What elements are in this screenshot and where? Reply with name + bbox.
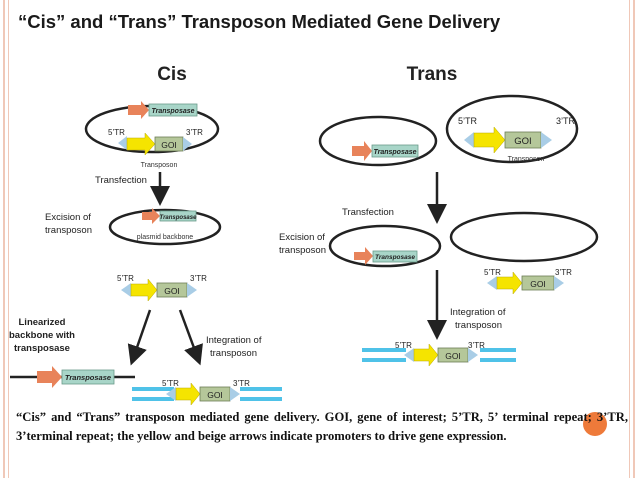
trans-integrated-transposon: 5’TR 3’TR GOI	[362, 341, 516, 367]
trans-excision-label-1: Excision of	[279, 232, 325, 243]
trans-integration-label-1: Integration of	[450, 307, 506, 318]
cis-int-goi-label: GOI	[207, 390, 223, 400]
cis-lin-transposase-box	[61, 369, 115, 385]
cis-heading: Cis	[157, 64, 187, 85]
trans-ex-tr3-label: 3’TR	[555, 268, 572, 277]
cis-ex-tr3-label: 3’TR	[190, 274, 207, 283]
cis-lin-transposase-label: Transposase	[65, 373, 111, 382]
cis-excised-transposon: 5’TR 3’TR GOI	[117, 274, 207, 302]
cis-plasmid: Transposase GOI 5’TR 3’TR Transposon	[84, 101, 220, 169]
trans-integration-label-2: transposon	[455, 320, 502, 331]
trans-2-transposase-label: Transposase	[375, 254, 415, 261]
cis-transfection-label: Transfection	[95, 175, 147, 186]
trans-transposase-label: Transposase	[373, 149, 416, 156]
cis-ex-tr5-arrow	[121, 283, 131, 297]
trans-tr5-arrow	[464, 132, 474, 148]
cis-tr5-arrow	[118, 136, 127, 150]
cis-int-tr5-label: 5’TR	[162, 379, 179, 388]
cis-backbone-plasmid: Transposase plasmid backbone	[108, 208, 222, 246]
trans-ex-tr5-label: 5’TR	[484, 268, 501, 277]
cis-goi-label: GOI	[161, 140, 177, 150]
frame-left-line-inner	[8, 0, 9, 478]
trans-transposase-plasmid: Transposase	[318, 115, 438, 167]
cis-promoter-orange	[128, 101, 149, 119]
cis-tr5-label: 5’TR	[108, 128, 125, 137]
accent-dot	[583, 412, 607, 436]
trans-tr5-label: 5’TR	[458, 116, 478, 126]
trans-transposase-plasmid-2: Transposase	[328, 224, 442, 268]
cis-lin-promoter	[37, 366, 62, 388]
frame-left-line	[3, 0, 5, 478]
trans-ex-tr3-arrow	[554, 276, 564, 290]
trans-int-promoter-yellow	[413, 343, 439, 367]
trans-excision-label-2: transposon	[279, 245, 326, 256]
trans-transfection-label: Transfection	[342, 207, 394, 218]
trans-int-tr3-arrow	[468, 348, 478, 362]
trans-ex-goi-label: GOI	[530, 279, 546, 289]
cis-linearized-label-1: Linearized	[19, 317, 66, 328]
trans-2-transposase-box	[372, 250, 418, 263]
cis-linearized-label-2: backbone with	[9, 330, 75, 341]
cis-linearized-backbone: Transposase	[10, 366, 135, 388]
cis-backbone-transposase-box	[159, 210, 197, 222]
figure-caption: “Cis” and “Trans” transposon mediated ge…	[16, 410, 628, 443]
cis-transposase-label: Transposase	[151, 108, 194, 115]
cis-integration-label-1: Integration of	[206, 335, 262, 346]
cis-integration-label-2: transposon	[210, 348, 257, 359]
trans-transposon-label: Transposon	[508, 156, 545, 163]
trans-int-goi-label: GOI	[445, 351, 461, 361]
cis-transposase-box	[148, 103, 198, 117]
cis-tr3-label: 3’TR	[186, 128, 203, 137]
trans-promoter-orange	[352, 141, 372, 161]
trans-tr3-label: 3’TR	[556, 116, 576, 126]
trans-excised-transposon: 5’TR 3’TR GOI	[484, 268, 572, 295]
cis-backbone-transposase-label: Transposase	[160, 215, 198, 221]
trans-int-tr5-arrow	[404, 348, 414, 362]
cis-tr3-arrow	[183, 137, 192, 151]
trans-int-tr3-label: 3’TR	[468, 341, 485, 350]
frame-right-line	[633, 0, 635, 478]
cis-excision-label-1: Excision of	[45, 212, 91, 223]
frame-right-line-inner	[629, 0, 630, 478]
trans-promoter-yellow	[473, 126, 506, 154]
cis-ex-tr5-label: 5’TR	[117, 274, 134, 283]
cis-plasmid-backbone-label: plasmid backbone	[137, 234, 194, 241]
trans-2-promoter-orange	[354, 247, 373, 265]
trans-tr3-arrow	[541, 132, 552, 148]
trans-goi-label: GOI	[514, 136, 531, 147]
cis-int-promoter-yellow	[175, 382, 201, 406]
cis-integration-arrow	[178, 309, 203, 366]
trans-int-tr5-label: 5’TR	[395, 341, 412, 350]
cis-linearized-arrow	[127, 309, 152, 366]
cis-int-tr3-label: 3’TR	[233, 379, 250, 388]
trans-empty-backbone	[449, 211, 599, 263]
cis-promoter-yellow	[126, 132, 156, 156]
cis-integrated-transposon: 5’TR 3’TR GOI	[132, 379, 282, 406]
trans-ex-tr5-arrow	[487, 276, 497, 290]
cis-int-tr3-arrow	[230, 387, 240, 401]
trans-transposase-box	[371, 144, 419, 158]
cis-excision-label-2: transposon	[45, 225, 92, 236]
cis-int-tr5-arrow	[166, 387, 176, 401]
cis-ex-goi-label: GOI	[164, 286, 180, 296]
cis-backbone-promoter	[142, 208, 160, 224]
cis-ex-tr3-arrow	[187, 283, 197, 297]
cis-linearized-label-3: transposase	[14, 343, 70, 354]
cis-transposon-label: Transposon	[141, 162, 178, 169]
trans-ex-promoter-yellow	[496, 271, 523, 295]
slide-title: “Cis” and “Trans” Transposon Mediated Ge…	[18, 11, 501, 32]
trans-heading: Trans	[407, 64, 458, 85]
cis-ex-promoter-yellow	[130, 278, 158, 302]
trans-transposon-plasmid: 5’TR 3’TR GOI Transposon	[445, 94, 579, 164]
